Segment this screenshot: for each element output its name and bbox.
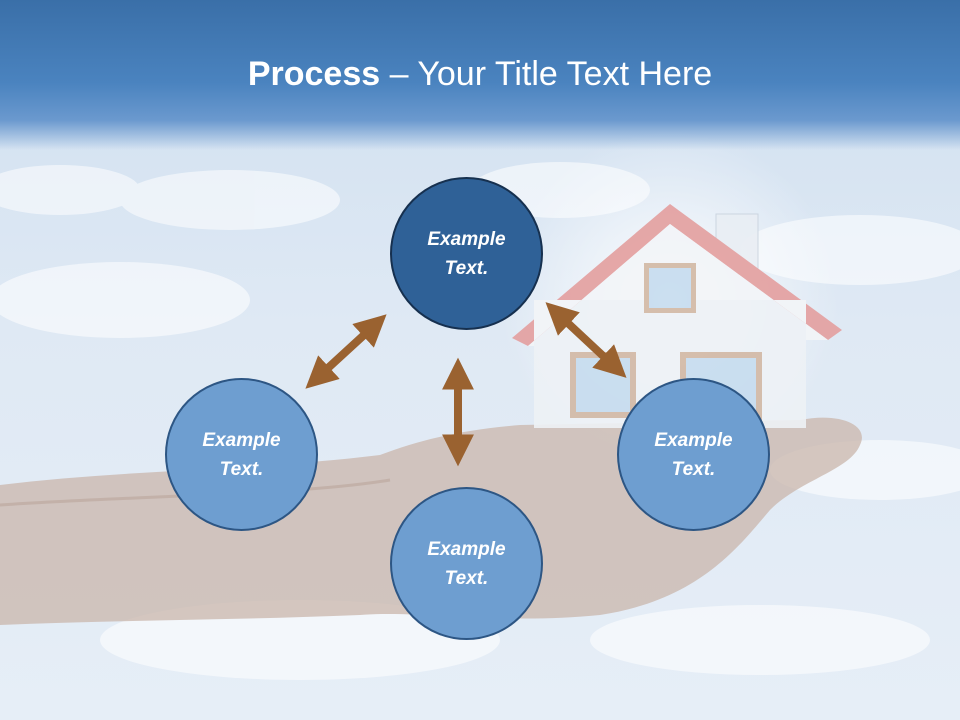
node-left-line1: Example (202, 429, 281, 451)
arrow-top-left (305, 314, 387, 389)
node-bottom-line2: Text. (444, 567, 489, 589)
slide-title: Process – Your Title Text Here (0, 52, 960, 96)
title-bold: Process (247, 55, 381, 93)
node-top[interactable]: Example Text. (390, 177, 543, 330)
node-top-line2: Text. (444, 257, 489, 279)
node-top-line1: Example (427, 228, 506, 250)
node-bottom-line1: Example (427, 538, 506, 560)
node-right-line2: Text. (671, 458, 716, 480)
node-right-line1: Example (654, 429, 733, 451)
node-left-line2: Text. (219, 458, 264, 480)
title-rest: – Your Title Text Here (380, 55, 713, 93)
node-left[interactable]: Example Text. (165, 378, 318, 531)
arrow-top-right (545, 302, 627, 378)
title-bar (0, 0, 960, 150)
node-bottom[interactable]: Example Text. (390, 487, 543, 640)
node-right[interactable]: Example Text. (617, 378, 770, 531)
